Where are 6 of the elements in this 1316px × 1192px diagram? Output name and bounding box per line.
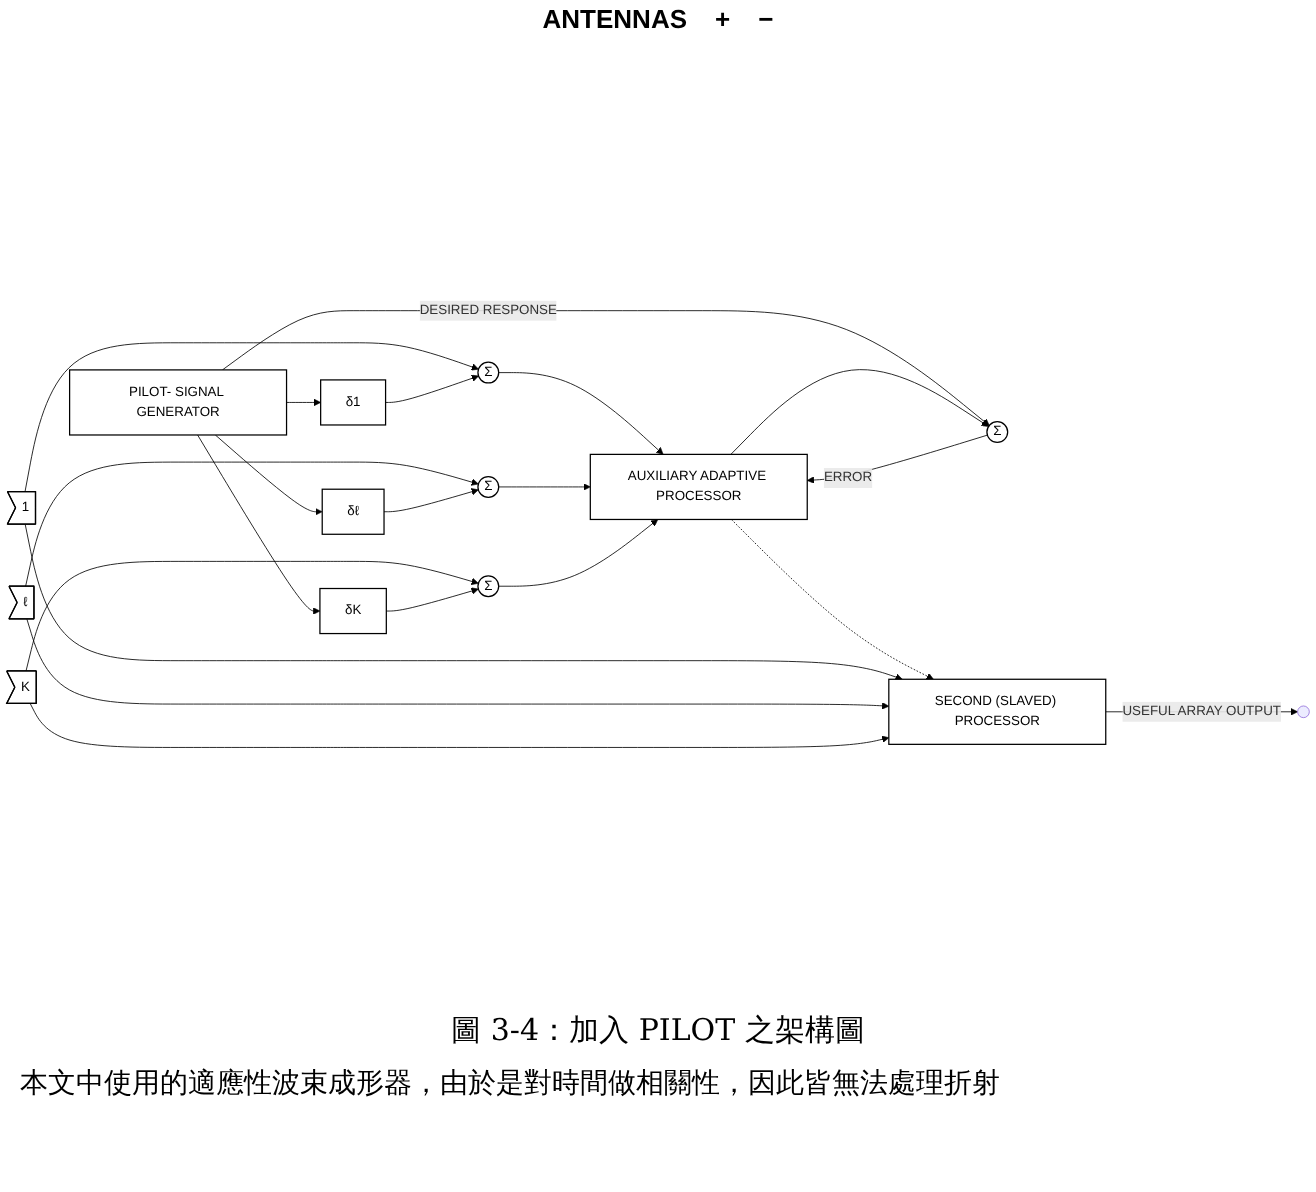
body-text: 本文中使用的適應性波束成形器，由於是對時間做相關性，因此皆無法處理折射 — [20, 1066, 1002, 1102]
label-text: + — [715, 4, 731, 38]
figure-caption: 圖 3-4：加入 PILOT 之架構圖 — [451, 1012, 865, 1048]
label-text: − — [758, 4, 774, 38]
label-text: ANTENNAS — [542, 4, 688, 38]
node-circle — [1297, 705, 1310, 718]
